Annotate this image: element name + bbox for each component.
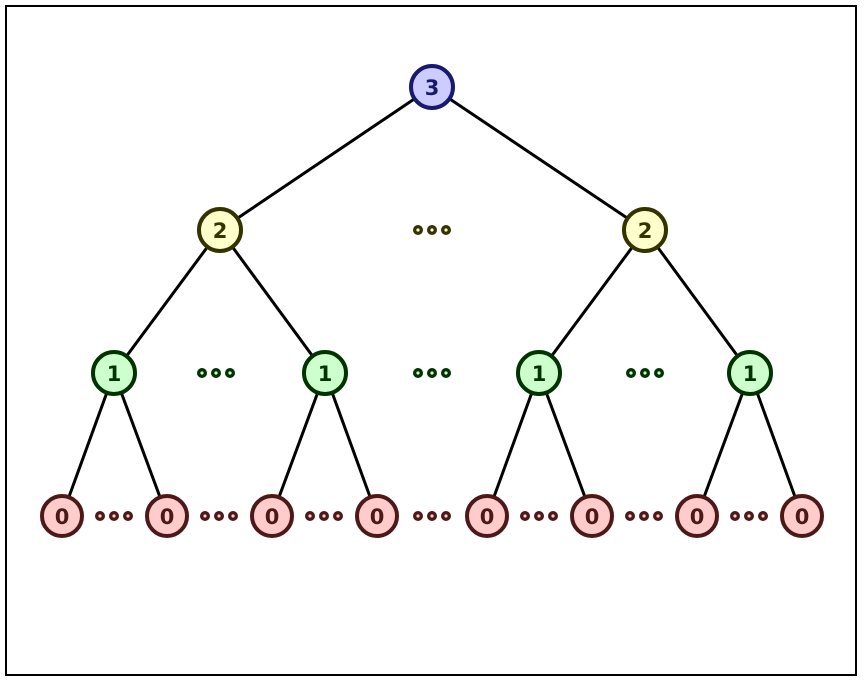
tree-edge [537,228,647,375]
node-layer: 3 2 2 1 1 1 1 0 0 0 0 0 0 0 0 [40,64,824,538]
tree-node[interactable]: 2 [197,207,243,253]
ellipsis-marker [626,368,664,378]
node-circle [516,350,562,396]
ellipsis-marker [625,511,663,521]
tree-node[interactable]: 0 [780,494,824,538]
tree-edge [695,371,752,518]
ellipsis-marker [305,511,343,521]
tree-edge [485,371,541,518]
ellipsis-layer [95,225,768,521]
diagram-frame [5,5,857,676]
ellipsis-marker [95,511,133,521]
node-circle [250,494,294,538]
node-circle [145,494,189,538]
tree-edge [218,85,434,232]
tree-edge [112,228,222,375]
ellipsis-marker [413,511,451,521]
node-circle [465,494,509,538]
node-circle [197,207,243,253]
tree-node[interactable]: 0 [355,494,399,538]
tree-node[interactable]: 0 [465,494,509,538]
ellipsis-marker [730,511,768,521]
node-circle [302,350,348,396]
node-circle [40,494,84,538]
ellipsis-marker [520,511,558,521]
node-circle [91,350,137,396]
tree-node[interactable]: 0 [250,494,294,538]
tree-edge [112,371,169,518]
tree-edge [60,371,116,518]
tree-node[interactable]: 1 [516,350,562,396]
tree-edge [748,371,804,518]
tree-edge [270,371,327,518]
tree-edge [218,228,327,375]
tree-node[interactable]: 0 [145,494,189,538]
edge-layer [60,85,804,518]
node-circle [727,350,773,396]
node-circle [622,207,668,253]
tree-node[interactable]: 0 [40,494,84,538]
tree-node[interactable]: 2 [622,207,668,253]
node-circle [570,494,614,538]
tree-node[interactable]: 1 [727,350,773,396]
tree-edge [323,371,379,518]
tree-edge [430,85,647,232]
tree-node[interactable]: 3 [409,64,455,110]
node-circle [780,494,824,538]
ellipsis-marker [197,368,235,378]
ellipsis-marker [413,225,451,235]
tree-node[interactable]: 1 [91,350,137,396]
tree-node[interactable]: 1 [302,350,348,396]
tree-node[interactable]: 0 [570,494,614,538]
tree-node[interactable]: 0 [675,494,719,538]
node-circle [355,494,399,538]
tree-edge [643,228,752,375]
ellipsis-marker [413,368,451,378]
node-circle [675,494,719,538]
node-circle [409,64,455,110]
ellipsis-marker [200,511,238,521]
tree-edge [537,371,594,518]
